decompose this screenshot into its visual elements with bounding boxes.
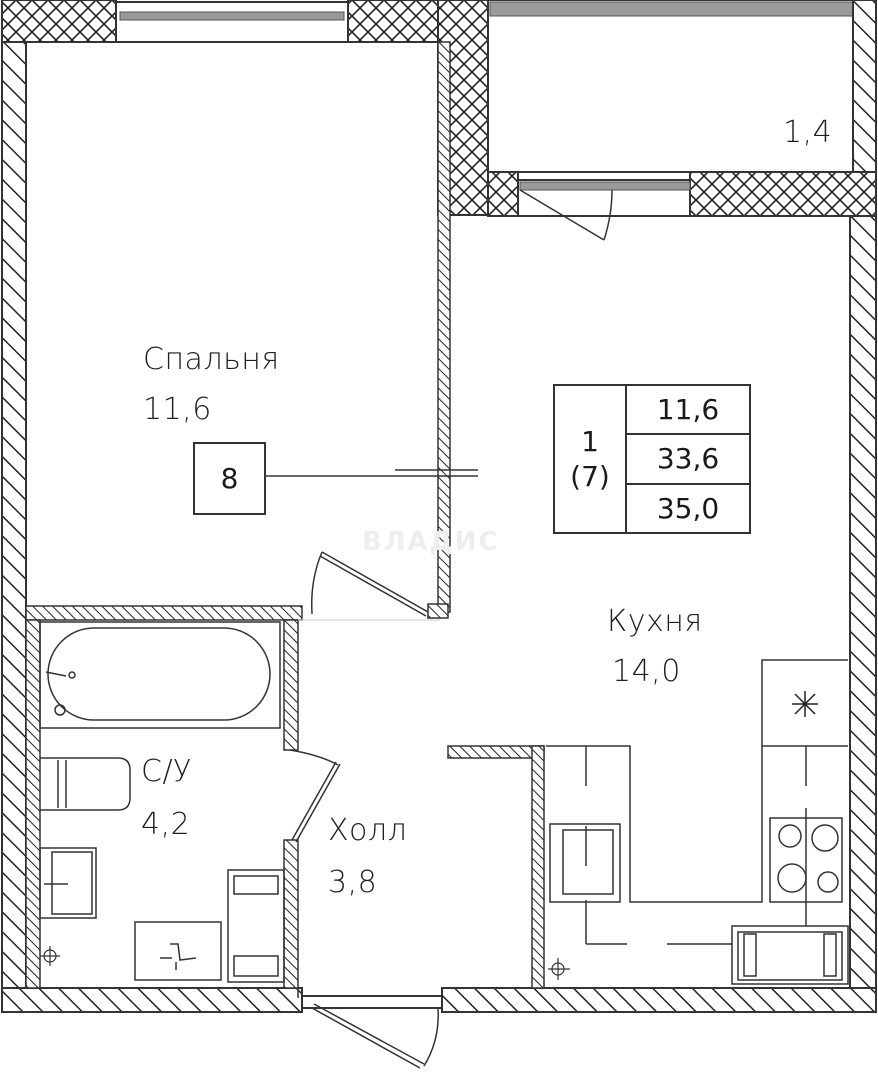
room-name-hall: Холл (328, 813, 408, 848)
room-area-bedroom: 11,6 (143, 392, 212, 427)
summary-total-with-balcony: 35,0 (656, 491, 720, 525)
stove-icon (769, 808, 843, 926)
washing-machine-icon (227, 869, 285, 983)
summary-living-area: 11,6 (627, 386, 749, 436)
room-name-bathroom: С/У (141, 754, 192, 789)
interior-walls (25, 603, 545, 989)
door-icon (289, 189, 613, 1069)
room-area-balcony: 1,4 (783, 115, 833, 150)
room-area-kitchen: 14,0 (612, 654, 681, 689)
summary-room-count-cell: 1 (7) (555, 386, 627, 532)
kitchen-sink-icon (549, 823, 621, 903)
room-name-kitchen: Кухня (607, 604, 703, 639)
section-mark (266, 469, 478, 477)
radiator-icon (731, 925, 849, 985)
summary-total-area: 33,6 (627, 435, 749, 485)
summary-rooms-count: 1 (581, 425, 599, 458)
room-area-bathroom: 4,2 (141, 807, 191, 842)
section-tag: 8 (193, 442, 266, 515)
watermark-logo: ВЛАДИС (362, 527, 500, 557)
exterior-walls (1, 0, 877, 1013)
kitchen-counter (546, 659, 848, 945)
riser-icon (40, 946, 570, 980)
ventilation-icon (792, 691, 818, 717)
toilet-icon (40, 757, 131, 811)
room-area-hall: 3,8 (328, 865, 378, 900)
shower-tray-icon (134, 921, 222, 981)
bathtub-icon (39, 621, 281, 729)
sink-icon (39, 847, 97, 919)
summary-floor-ref: (7) (570, 460, 610, 493)
apartment-summary-table: 1 (7) 11,6 33,6 35,0 (553, 384, 751, 534)
room-name-bedroom: Спальня (143, 342, 280, 377)
